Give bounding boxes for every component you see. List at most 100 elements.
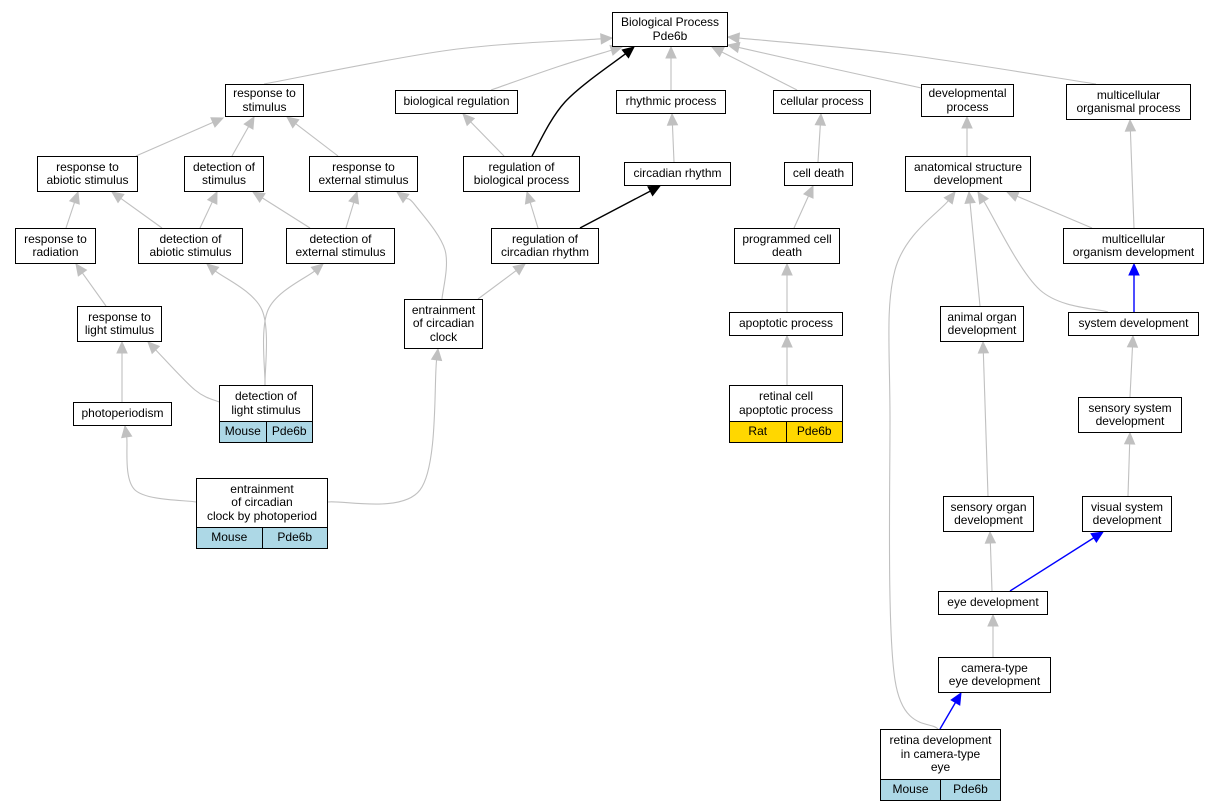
arrowhead	[206, 190, 218, 205]
edge-entrain-to-resp-ext	[396, 191, 448, 300]
node-camera-eye[interactable]: camera-type eye development	[938, 657, 1051, 693]
arrowhead	[961, 115, 973, 129]
gene-tag: Pde6b	[785, 422, 842, 442]
node-label: entrainment of circadian clock by photop…	[206, 481, 318, 523]
arrowhead	[802, 184, 814, 199]
edge-line	[969, 202, 981, 307]
edge-line	[126, 436, 197, 503]
organism-tag: Mouse	[197, 528, 262, 548]
edge-dev-proc-to-root	[726, 41, 927, 90]
node-root[interactable]: Biological Process Pde6b	[612, 12, 728, 47]
arrowhead	[430, 347, 443, 362]
node-label: detection of stimulus	[192, 159, 256, 187]
arrowhead	[243, 115, 255, 130]
node-multi-proc[interactable]: multicellular organismal process	[1066, 84, 1191, 120]
arrowhead	[943, 191, 956, 205]
arrowhead	[251, 191, 266, 204]
node-label: retinal cell apoptotic process	[738, 389, 834, 417]
node-animal-organ[interactable]: animal organ development	[940, 306, 1024, 342]
edge-line	[477, 270, 517, 300]
node-label: visual system development	[1090, 499, 1164, 527]
arrowhead	[814, 112, 827, 126]
node-anat-dev[interactable]: anatomical structure development	[905, 156, 1031, 192]
node-resp-ext[interactable]: response to external stimulus	[309, 156, 418, 192]
node-photoperiodism[interactable]: photoperiodism	[73, 402, 172, 426]
node-sens-organ[interactable]: sensory organ development	[943, 496, 1034, 532]
edge-prog-death-to-cell-death	[793, 184, 814, 229]
node-eye-dev[interactable]: eye development	[938, 591, 1048, 615]
node-bio-reg[interactable]: biological regulation	[395, 90, 518, 114]
node-det-ext[interactable]: detection of external stimulus	[286, 228, 395, 264]
gene-tag: Pde6b	[940, 780, 1000, 800]
edge-line	[262, 270, 315, 386]
edge-reg-bio-to-bio-reg	[462, 113, 505, 157]
edge-line	[793, 195, 809, 229]
arrowhead	[710, 46, 725, 58]
edge-line	[983, 201, 1109, 313]
edge-retina-dev-to-anat-dev	[888, 191, 956, 730]
edge-multi-proc-to-root	[726, 32, 1097, 85]
edge-det-light-to-det-ext	[262, 263, 324, 386]
node-reg-circ[interactable]: regulation of circadian rhythm	[491, 228, 599, 264]
edge-resp-stim-to-root	[263, 33, 614, 85]
arrowhead	[1126, 334, 1139, 348]
node-apoptotic[interactable]: apoptotic process	[729, 312, 843, 336]
arrowhead	[964, 190, 976, 205]
node-multi-dev[interactable]: multicellular organism development	[1063, 228, 1204, 264]
node-resp-abiotic[interactable]: response to abiotic stimulus	[37, 156, 138, 192]
arrowhead	[977, 340, 990, 354]
node-label: sensory organ development	[950, 499, 1027, 527]
arrowhead	[1124, 118, 1137, 132]
edge-line	[1016, 195, 1093, 229]
node-det-stim[interactable]: detection of stimulus	[184, 156, 264, 192]
arrowhead	[1128, 262, 1140, 276]
arrowhead	[666, 112, 679, 126]
edge-entrain-photo-to-photoperiodism	[121, 424, 197, 503]
node-cell-proc[interactable]: cellular process	[773, 90, 871, 114]
node-sens-sys[interactable]: sensory system development	[1078, 397, 1182, 433]
node-label: response to abiotic stimulus	[46, 159, 129, 187]
arrowhead	[524, 190, 536, 205]
node-label: multicellular organism development	[1072, 231, 1195, 259]
node-label: Biological Process Pde6b	[620, 15, 720, 43]
node-rhythmic[interactable]: rhythmic process	[616, 90, 726, 114]
edge-line	[738, 46, 927, 90]
node-det-abiotic[interactable]: detection of abiotic stimulus	[138, 228, 243, 264]
edge-line	[1129, 346, 1134, 398]
edge-cell-death-to-cell-proc	[814, 112, 827, 163]
node-dev-proc[interactable]: developmental process	[921, 84, 1014, 117]
node-visual-sys[interactable]: visual system development	[1082, 496, 1172, 532]
edge-sens-organ-to-animal-organ	[977, 340, 990, 497]
node-label: retina development in camera-type eye	[889, 733, 992, 775]
node-circ-rhythm[interactable]: circadian rhythm	[624, 162, 731, 186]
node-resp-rad[interactable]: response to radiation	[15, 228, 96, 264]
gene-tag: Pde6b	[261, 528, 327, 548]
edge-line	[405, 197, 448, 300]
edge-line	[470, 121, 505, 157]
node-resp-light[interactable]: response to light stimulus	[77, 306, 162, 342]
arrowhead	[781, 334, 793, 348]
edge-line	[295, 123, 339, 157]
node-label: sensory system development	[1088, 400, 1172, 428]
node-label: programmed cell death	[742, 231, 832, 259]
arrowhead	[75, 263, 88, 277]
node-entrain-photo[interactable]: entrainment of circadian clock by photop…	[196, 478, 328, 549]
node-resp-stim[interactable]: response to stimulus	[225, 84, 304, 117]
arrowhead	[987, 613, 999, 627]
node-reg-bio[interactable]: regulation of biological process	[463, 156, 580, 192]
edge-line	[199, 201, 213, 229]
node-cell-death[interactable]: cell death	[784, 162, 853, 186]
edge-bio-reg-to-root	[490, 44, 624, 91]
node-label: rhythmic process	[625, 94, 717, 109]
edge-resp-rad-to-resp-abiotic	[65, 190, 80, 229]
edge-det-stim-to-resp-stim	[231, 115, 255, 157]
edge-line	[345, 202, 355, 229]
node-prog-death[interactable]: programmed cell death	[734, 228, 840, 264]
node-sys-dev[interactable]: system development	[1068, 312, 1199, 336]
node-entrain[interactable]: entrainment of circadian clock	[404, 299, 483, 349]
